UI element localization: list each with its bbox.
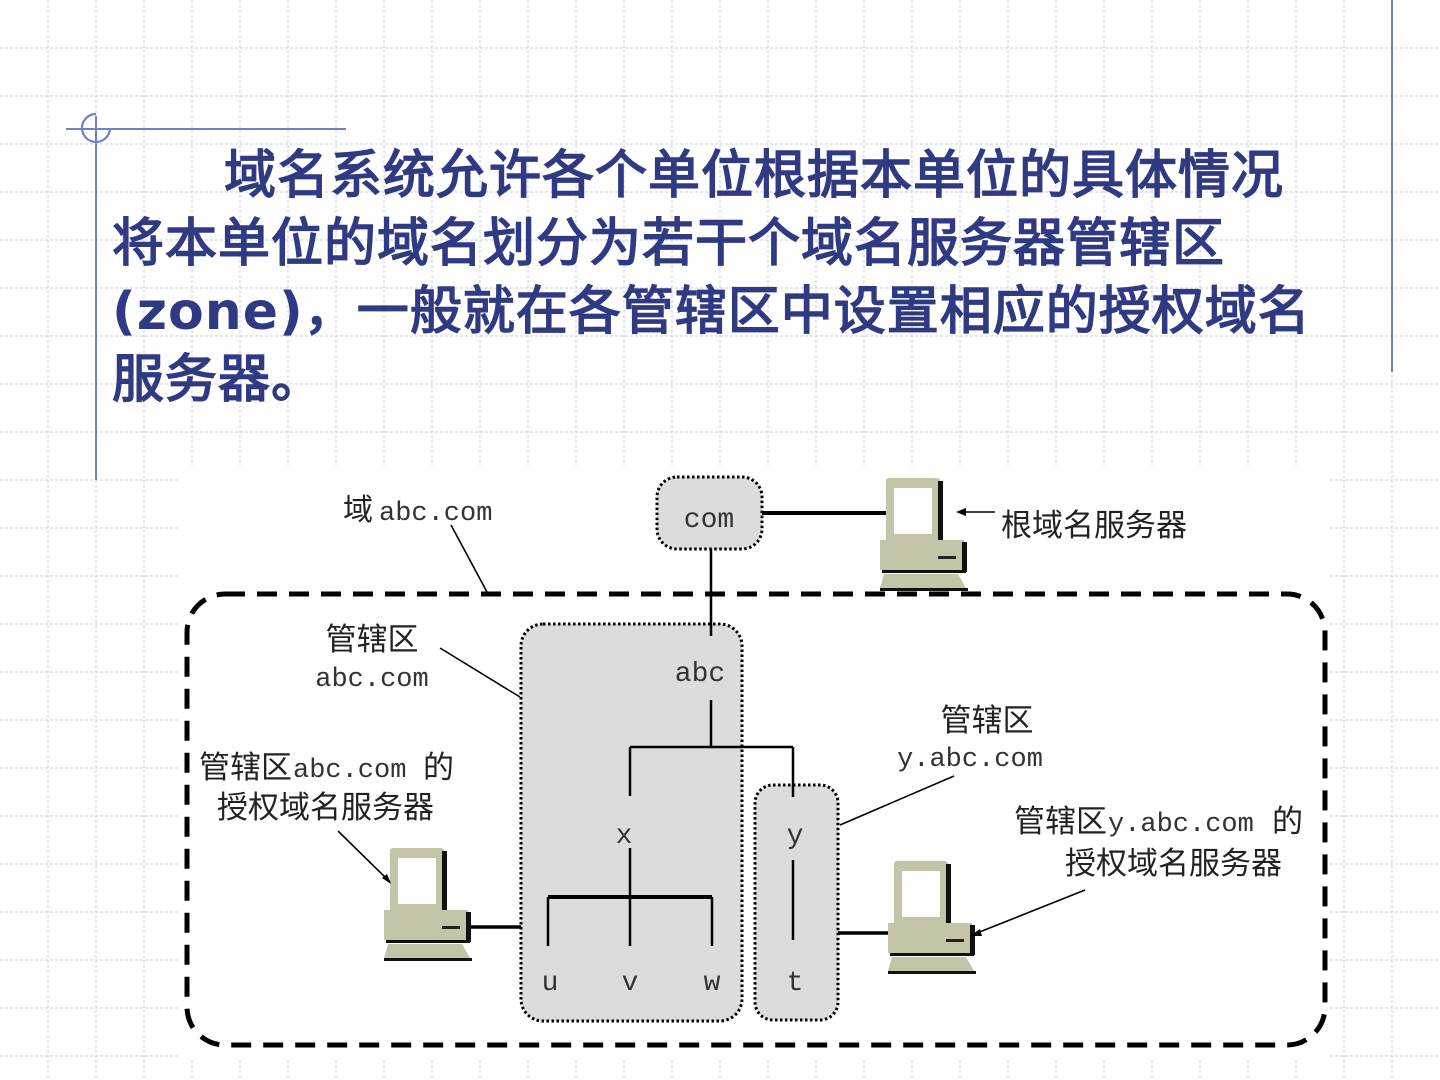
slide-paragraph: 域名系统允许各个单位根据本单位的具体情况 将本单位的域名划分为若干个域名服务器管… — [112, 142, 1362, 414]
zone-abc-name: abc.com — [315, 665, 428, 695]
y-server-label-suffix: 的 — [1272, 804, 1303, 840]
domain-abc-boundary — [184, 591, 1328, 1048]
zone-y-box — [753, 783, 840, 1022]
abc-server-label-prefix: 管辖区 — [199, 750, 292, 786]
domain-label-prefix: 域 — [343, 493, 373, 528]
domain-label-name: abc.com — [379, 499, 492, 529]
zone-y-title: 管辖区 — [941, 703, 1034, 739]
tree-edges — [546, 549, 795, 946]
node-v: v — [622, 968, 639, 999]
zone-abc-title: 管辖区 — [326, 622, 419, 658]
y-server-label-line2: 授权域名服务器 — [1065, 846, 1282, 882]
callout-lines — [337, 511, 1086, 936]
abc-server-computer-icon — [384, 848, 472, 961]
node-u: u — [542, 968, 559, 999]
paragraph-line-2: 将本单位的域名划分为若干个域名服务器管辖区 — [112, 214, 1226, 274]
decor-right-vertical-rule — [1391, 0, 1393, 372]
zone-abc-box — [519, 622, 744, 1023]
node-abc: abc — [675, 659, 725, 690]
paragraph-line-1: 域名系统允许各个单位根据本单位的具体情况 — [224, 146, 1285, 206]
zone-y-name: y.abc.com — [897, 745, 1043, 775]
decor-left-vertical-rule — [95, 116, 97, 480]
abc-server-arrow-head-icon — [382, 874, 391, 884]
decor-horizontal-rule — [66, 128, 346, 130]
y-server-computer-icon — [888, 861, 976, 974]
node-w: w — [704, 968, 721, 999]
root-server-computer-icon — [880, 478, 968, 591]
node-t: t — [787, 968, 804, 999]
dns-zone-diagram: 域 abc.com com 根域名服务器 管辖区 abc.com abc x u… — [180, 466, 1330, 1060]
com-node-label: com — [684, 505, 734, 536]
y-server-arrow-head-icon — [970, 929, 982, 936]
root-server-label: 根域名服务器 — [1001, 508, 1187, 544]
paragraph-line-3: (zone)，一般就在各管辖区中设置相应的授权域名 — [112, 282, 1311, 342]
y-server-label-name: y.abc.com — [1108, 810, 1254, 840]
root-arrow-head-icon — [956, 508, 966, 516]
abc-server-label-line2: 授权域名服务器 — [217, 790, 434, 826]
node-y: y — [787, 821, 804, 852]
abc-server-label-suffix: 的 — [423, 750, 454, 786]
paragraph-line-4: 服务器。 — [112, 350, 325, 410]
decor-circle-icon — [80, 112, 112, 144]
abc-server-label-name: abc.com — [293, 756, 406, 786]
node-x: x — [616, 821, 633, 852]
y-server-label-prefix: 管辖区 — [1014, 804, 1107, 840]
